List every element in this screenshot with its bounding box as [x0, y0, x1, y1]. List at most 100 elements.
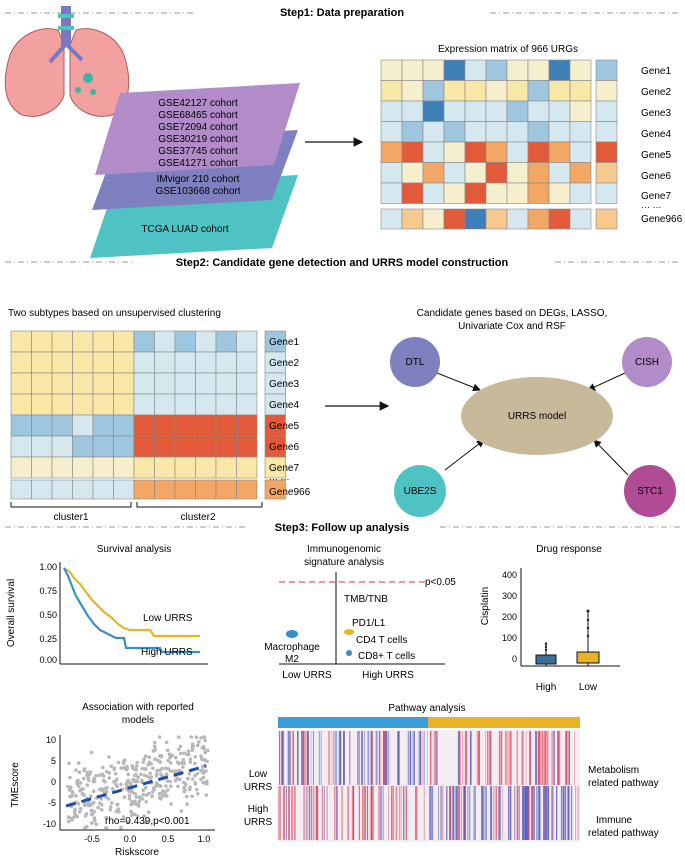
heatmap-cell — [464, 208, 487, 230]
pathway-stripe — [547, 786, 550, 840]
cluster2-label: cluster2 — [180, 512, 215, 523]
pathway-stripe — [403, 786, 404, 840]
scatter-point — [147, 755, 151, 759]
svg-text:GSE72094 cohort: GSE72094 cohort — [158, 122, 238, 133]
pathway-stripe — [419, 731, 421, 785]
heatmap-cell — [422, 162, 445, 184]
scatter-point — [121, 815, 126, 819]
pathway-stripe — [464, 786, 466, 840]
scatter-point — [179, 809, 184, 813]
pathway-stripe — [328, 731, 330, 785]
scatter-point — [145, 774, 150, 779]
pathway-stripe — [341, 786, 343, 840]
heatmap-cell — [595, 162, 618, 184]
scatter-point — [107, 776, 111, 780]
pathway-stripe — [499, 786, 502, 840]
heatmap-cell — [485, 182, 508, 204]
scatter-point — [195, 771, 200, 776]
heatmap-cell — [548, 208, 571, 230]
pathway-stripe — [320, 731, 322, 785]
svg-text:0.0: 0.0 — [124, 834, 137, 844]
pathway-stripe — [297, 731, 299, 785]
scatter-point — [201, 744, 206, 749]
pathway-stripe — [458, 786, 460, 840]
svg-text:-5: -5 — [48, 798, 56, 808]
pathway-stripe — [435, 731, 437, 785]
heatmap-cell — [464, 182, 487, 204]
heatmap-cell — [527, 121, 550, 143]
pathway-stripe — [452, 786, 454, 840]
pathway-stripe — [522, 731, 524, 785]
pathway-stripe — [340, 731, 342, 785]
svg-text:Macrophage: Macrophage — [264, 642, 320, 653]
scatter-point — [91, 800, 96, 805]
heatmap-cell — [401, 80, 424, 102]
pathway-stripe — [498, 786, 500, 840]
heatmap-cell — [215, 456, 237, 479]
pathway-stripe — [309, 786, 311, 840]
heatmap-cell — [10, 393, 32, 416]
pathway-stripe — [384, 731, 386, 785]
svg-text:··· ···: ··· ··· — [269, 474, 289, 484]
scatter-point — [89, 808, 94, 813]
pathway-stripe — [557, 731, 558, 785]
scatter-point — [203, 750, 208, 755]
pathway-stripe — [565, 786, 566, 840]
heatmap-cell — [195, 479, 217, 500]
step1-title: Step1: Data preparation — [280, 7, 404, 19]
pathway-stripe — [430, 786, 432, 840]
scatter-point — [134, 768, 139, 772]
scatter-point — [89, 794, 93, 798]
scatter-point — [165, 779, 170, 783]
scatter-point — [167, 752, 172, 756]
svg-text:Survival analysis: Survival analysis — [97, 544, 171, 555]
heatmap-cell — [72, 393, 94, 416]
heatmap-cell — [215, 435, 237, 458]
heatmap-cell — [236, 456, 258, 479]
svg-text:0.75: 0.75 — [39, 586, 57, 596]
scatter-point — [112, 780, 116, 784]
pathway-stripe — [543, 786, 545, 840]
pathway-stripe — [361, 731, 363, 785]
svg-text:High: High — [536, 682, 557, 693]
scatter-point — [97, 773, 102, 778]
scatter-point — [164, 784, 168, 788]
scatter-point — [146, 810, 151, 815]
svg-text:Immunogenomic: Immunogenomic — [307, 544, 381, 555]
pathway-stripe — [442, 786, 444, 840]
cohort-layer-top: GSE42127 cohort GSE68465 cohort GSE72094… — [95, 83, 300, 175]
matrix-title: Expression matrix of 966 URGs — [438, 44, 578, 55]
heatmap-cell — [464, 80, 487, 102]
scatter-point — [122, 795, 127, 799]
pathway-stripe — [306, 731, 308, 785]
pathway-stripe — [518, 786, 520, 840]
svg-text:High URRS: High URRS — [141, 647, 193, 658]
svg-text:High: High — [248, 804, 269, 815]
scatter-point — [116, 760, 121, 765]
gene-label: Gene2 — [641, 87, 671, 98]
pathway-stripe — [403, 786, 405, 840]
scatter-point — [99, 803, 104, 807]
svg-text:0: 0 — [512, 654, 517, 664]
pathway-stripe — [545, 731, 547, 785]
scatter-point — [195, 743, 200, 748]
pathway-stripe — [467, 786, 469, 840]
heatmap-cell — [380, 141, 403, 163]
heatmap-cell — [443, 141, 466, 163]
scatter-point — [168, 779, 173, 784]
svg-text:Gene6: Gene6 — [269, 442, 299, 453]
scatter-point — [190, 794, 194, 799]
gene-node-ube2s — [394, 465, 446, 517]
svg-text:GSE42127 cohort: GSE42127 cohort — [158, 98, 238, 109]
pathway-stripe — [486, 731, 489, 785]
scatter-point — [139, 772, 143, 777]
heatmap-cell — [133, 456, 155, 479]
scatter-point — [78, 788, 82, 793]
svg-text:5: 5 — [51, 756, 56, 766]
pathway-stripe — [449, 786, 452, 840]
immune-panel: Immunogenomic signature analysis p<0.05 … — [264, 544, 456, 681]
pathway-stripe — [375, 731, 377, 785]
pathway-stripe — [287, 731, 290, 785]
pathway-stripe — [432, 786, 434, 840]
